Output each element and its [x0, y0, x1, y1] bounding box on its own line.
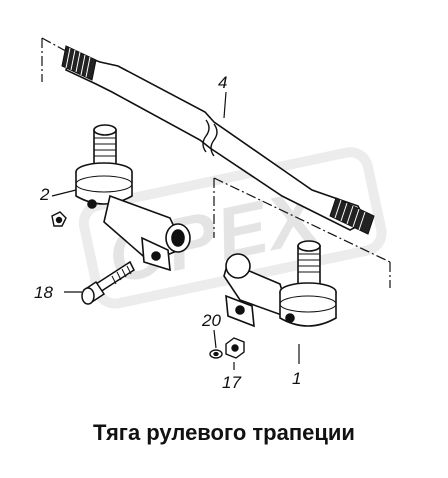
left-tie-rod-end [75, 124, 191, 272]
callout-1: 1 [292, 369, 301, 388]
callout-17: 18 [34, 283, 53, 302]
diagram-caption: Тяга рулевого трапеции [93, 420, 355, 445]
callout-2: 2 [39, 185, 50, 204]
callout-18: 17 [222, 373, 241, 392]
lock-nut-left [51, 211, 67, 227]
right-thread [329, 197, 375, 235]
washer [209, 349, 223, 359]
nut [225, 337, 245, 359]
leader-lines [51, 91, 300, 370]
bolt [81, 260, 135, 305]
left-thread [61, 45, 97, 81]
tie-rod [61, 45, 375, 235]
callout-4: 4 [218, 73, 227, 92]
callout-20: 20 [201, 311, 221, 330]
right-tie-rod-end [223, 240, 337, 328]
